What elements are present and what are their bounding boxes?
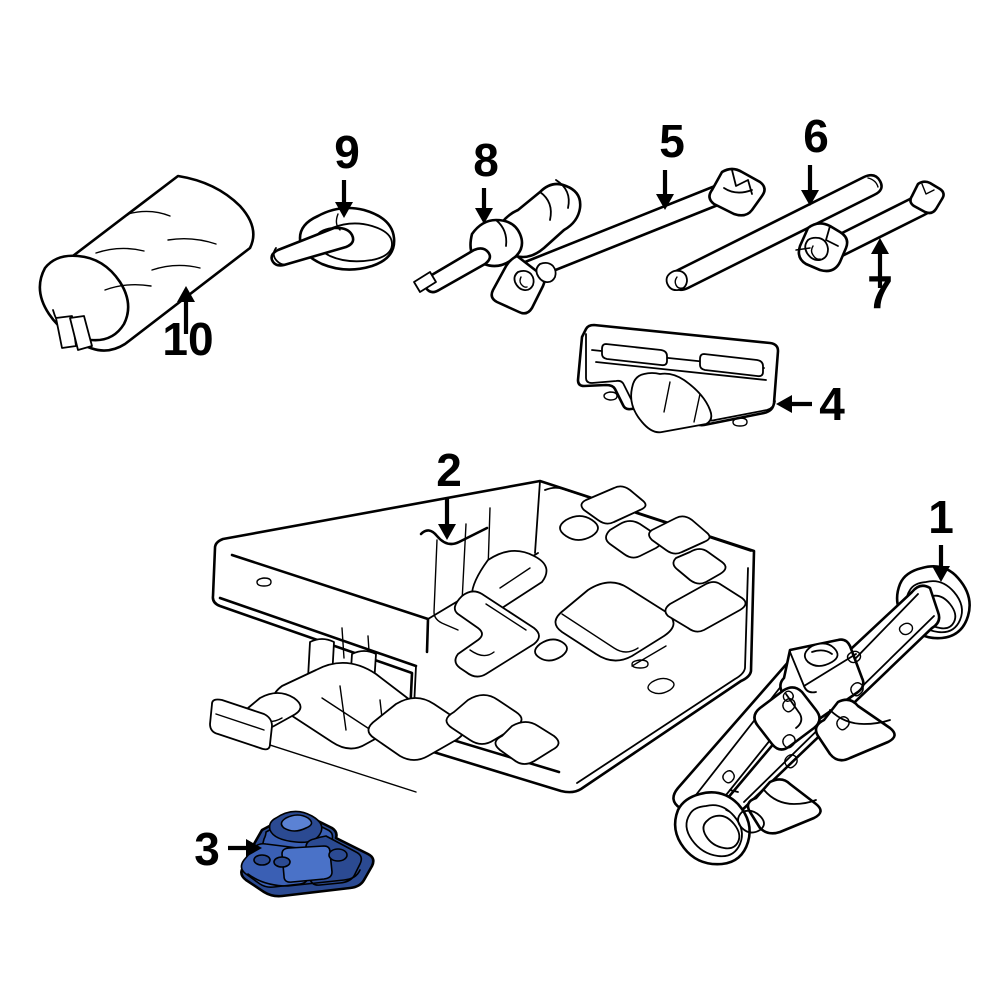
callout-2-label: 2 <box>436 444 462 496</box>
callout-2: 2 <box>436 444 462 540</box>
part-tool-bag-roll <box>38 174 255 352</box>
callout-1: 1 <box>928 491 954 582</box>
part-wheel-wrench-extension-long <box>490 167 766 315</box>
part-tow-hook-eye <box>270 206 396 271</box>
callout-9: 9 <box>334 126 360 218</box>
callout-1-label: 1 <box>928 491 954 543</box>
callout-8-label: 8 <box>473 134 499 186</box>
callout-3-label: 3 <box>194 823 220 875</box>
callout-7: 7 <box>867 238 893 318</box>
callout-4: 4 <box>776 378 845 430</box>
part-jack-handle-rod <box>795 180 945 273</box>
part-tool-storage-tray <box>209 479 756 794</box>
callout-5-label: 5 <box>659 115 685 167</box>
callout-7-label: 7 <box>867 266 893 318</box>
callout-10-label: 10 <box>162 313 213 365</box>
part-scissor-jack <box>672 565 971 866</box>
callout-9-label: 9 <box>334 126 360 178</box>
callout-5: 5 <box>656 115 685 210</box>
callout-6-label: 6 <box>803 110 829 162</box>
callout-10: 10 <box>162 286 214 365</box>
part-wheel-wrench-rod <box>665 173 883 292</box>
part-screwdriver-tool <box>413 179 582 294</box>
callout-6: 6 <box>801 110 829 206</box>
part-tool-bracket <box>576 323 780 434</box>
callout-3: 3 <box>194 823 262 875</box>
callout-8: 8 <box>473 134 499 224</box>
part-jack-retainer-nut-highlighted <box>240 810 375 898</box>
callout-4-label: 4 <box>819 378 845 430</box>
